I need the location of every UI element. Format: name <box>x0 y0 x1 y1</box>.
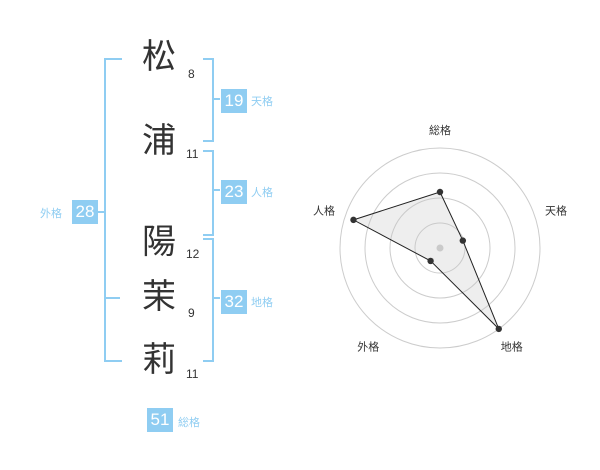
chikaku-bracket-tick <box>213 297 220 299</box>
radar-axis-label-2: 天格 <box>545 203 567 217</box>
radar-axis-label-4: 外格 <box>357 340 379 354</box>
stroke-count-4: 9 <box>188 306 195 320</box>
radar-point-3 <box>495 325 502 333</box>
tenkaku-bracket <box>203 58 214 142</box>
name-char-2: 浦 <box>142 121 176 161</box>
jinkaku-bracket-tick <box>213 189 220 191</box>
chikaku-bracket <box>203 238 214 362</box>
soukaku-value-box: 51 <box>147 408 173 432</box>
radar-data-polygon <box>352 191 500 330</box>
name-char-1: 松 <box>142 37 176 77</box>
name-char-3: 陽 <box>142 222 176 262</box>
gaikaku-bracket <box>104 58 122 362</box>
jinkaku-label: 人格 <box>251 186 273 199</box>
radar-point-4 <box>427 257 434 265</box>
stroke-count-2: 11 <box>186 147 199 161</box>
chikaku-label: 地格 <box>251 296 273 309</box>
stroke-count-1: 8 <box>188 67 195 81</box>
tenkaku-label: 天格 <box>251 95 273 108</box>
gaikaku-label: 外格 <box>40 207 62 220</box>
gaikaku-bracket-tick <box>97 211 104 213</box>
radar-grid-ring <box>389 197 491 299</box>
radar-grid-ring <box>414 222 466 274</box>
radar-center-dot <box>436 244 444 252</box>
name-char-4: 茉 <box>142 277 176 317</box>
jinkaku-bracket <box>203 150 214 236</box>
radar-axis-label-1: 総格 <box>429 123 451 137</box>
name-char-5: 莉 <box>142 340 176 380</box>
chikaku-value-box: 32 <box>221 290 247 314</box>
stroke-count-3: 12 <box>186 247 200 261</box>
tenkaku-bracket-tick <box>213 98 220 100</box>
radar-axis-label-3: 地格 <box>501 340 523 354</box>
radar-point-2 <box>459 237 467 244</box>
radar-grid-ring <box>364 172 516 324</box>
radar-point-5 <box>350 216 357 224</box>
radar-grid-ring <box>339 147 541 349</box>
tenkaku-value-box: 19 <box>221 89 247 113</box>
radar-axis-label-5: 人格 <box>313 203 335 217</box>
gaikaku-value-box: 28 <box>72 200 98 224</box>
stroke-count-5: 11 <box>186 367 199 381</box>
gaikaku-bracket-inner-tick <box>106 297 120 299</box>
soukaku-label: 総格 <box>178 416 200 429</box>
radar-point-1 <box>436 188 444 196</box>
jinkaku-value-box: 23 <box>221 180 247 204</box>
